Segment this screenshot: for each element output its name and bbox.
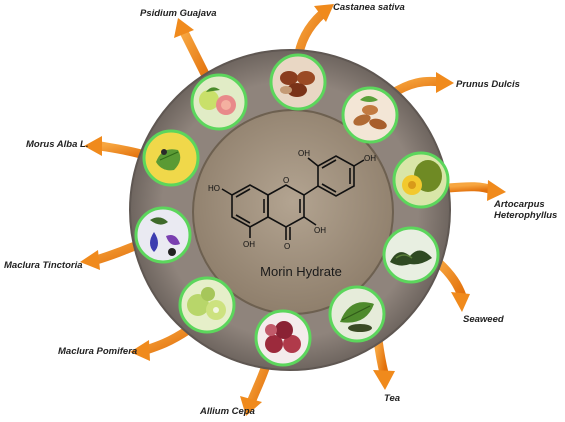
arrow-head-psidium — [174, 18, 194, 38]
chestnut-icon — [280, 71, 315, 97]
label-morus: Morus Alba L. — [26, 139, 89, 150]
label-pomifera: Maclura Pomifera — [58, 346, 138, 357]
bubble-seaweed — [382, 226, 440, 284]
arrow-artocarpus — [443, 182, 497, 195]
atom-o-ring: O — [283, 176, 289, 185]
label-allium: Allium Cepa — [200, 406, 255, 417]
tea-leaf-icon — [340, 302, 374, 332]
label-psidium: Psidium Guajava — [140, 8, 217, 19]
label-seaweed: Seaweed — [463, 314, 504, 325]
onion-icon — [265, 321, 301, 353]
arrow-head-morus — [84, 136, 102, 156]
center-title: Morin Hydrate — [260, 264, 342, 279]
label-prunus: Prunus Dulcis — [456, 79, 520, 90]
arrow-head-tea — [373, 370, 395, 390]
atom-oh-bottom: OH — [243, 240, 255, 249]
atom-ho-left: HO — [208, 184, 220, 193]
bubble-morus — [142, 129, 200, 187]
seaweed-icon — [390, 250, 432, 266]
bubble-artocarpus — [392, 151, 450, 209]
atom-o-keto: O — [284, 242, 290, 251]
guava-icon — [199, 87, 236, 115]
label-tinctoria: Maclura Tinctoria — [4, 260, 83, 271]
arrow-head-artocarpus — [487, 180, 506, 201]
arrow-head-prunus — [436, 72, 454, 93]
bubble-allium — [254, 309, 312, 367]
atom-oh-c3: OH — [314, 226, 326, 235]
label-castanea: Castanea sativa — [333, 2, 405, 13]
osage-orange-icon — [187, 287, 226, 320]
arrow-pomifera — [141, 325, 193, 355]
arrow-head-seaweed — [451, 292, 470, 312]
bubble-castanea — [269, 53, 327, 111]
bubble-tinctoria — [134, 206, 192, 264]
label-artocarpus: Artocarpus Heterophyllus — [494, 199, 558, 221]
jackfruit-icon — [402, 160, 442, 195]
almond-icon — [353, 96, 387, 130]
arrow-head-allium — [240, 396, 262, 416]
atom-oh-ring-right: OH — [364, 154, 376, 163]
arrow-head-tinctoria — [80, 250, 100, 270]
mulberry-leaf-icon — [156, 149, 181, 171]
arrow-head-castanea — [314, 4, 334, 22]
arrow-seaweed — [433, 257, 467, 301]
molecule-atom-labels: O O OH OH OH HO OH — [208, 149, 376, 251]
arrow-psidium — [179, 27, 213, 85]
label-tea: Tea — [384, 393, 401, 404]
source-bubbles — [134, 53, 450, 367]
bubble-tea — [328, 285, 386, 343]
morin-structure — [221, 155, 365, 240]
bubble-pomifera — [178, 276, 236, 334]
atom-oh-ring-top: OH — [298, 149, 310, 158]
arrow-head-pomifera — [130, 340, 150, 361]
bubble-prunus — [341, 86, 399, 144]
tinctoria-plant-icon — [150, 217, 180, 256]
arrow-tea — [373, 335, 389, 378]
bubble-psidium — [190, 73, 248, 131]
